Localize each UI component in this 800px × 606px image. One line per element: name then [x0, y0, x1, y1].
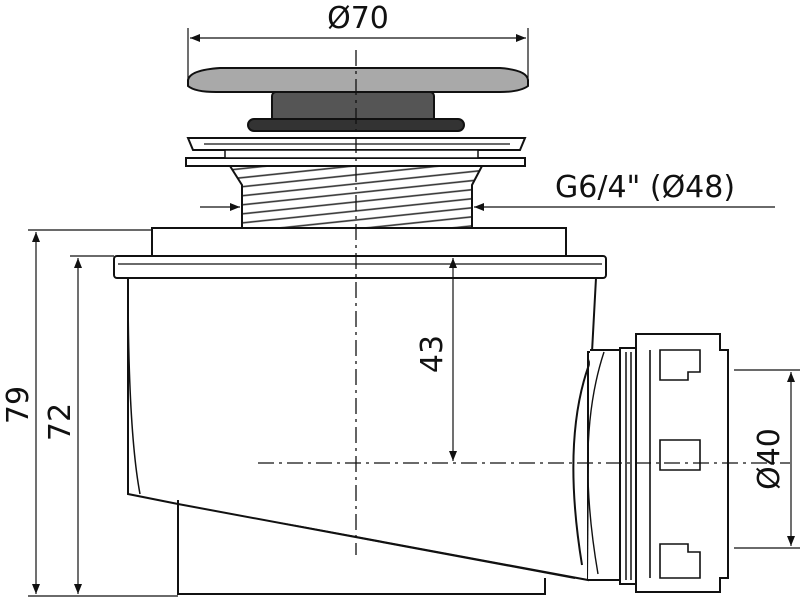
dim-top-width: Ø70 — [187, 1, 529, 82]
dim-thread-label: G6/4" (Ø48) — [555, 170, 735, 205]
dim-outlet-diameter-label: Ø40 — [752, 428, 787, 490]
dim-height-outer: 79 — [1, 229, 178, 597]
stopper-cap — [187, 67, 529, 132]
dim-top-width-label: Ø70 — [327, 1, 389, 36]
center-lines — [258, 50, 790, 555]
dim-depth-outlet: 43 — [415, 258, 457, 461]
dim-thread: G6/4" (Ø48) — [200, 170, 775, 211]
dim-height-inner: 72 — [43, 255, 114, 594]
outlet-nut — [635, 333, 729, 593]
dim-depth-outlet-label: 43 — [415, 335, 450, 373]
dim-height-outer-label: 79 — [1, 386, 36, 424]
drain-body — [113, 227, 621, 595]
outlet-threads — [619, 347, 637, 585]
dim-outlet-diameter: Ø40 — [734, 369, 800, 549]
dim-height-inner-label: 72 — [43, 403, 78, 441]
